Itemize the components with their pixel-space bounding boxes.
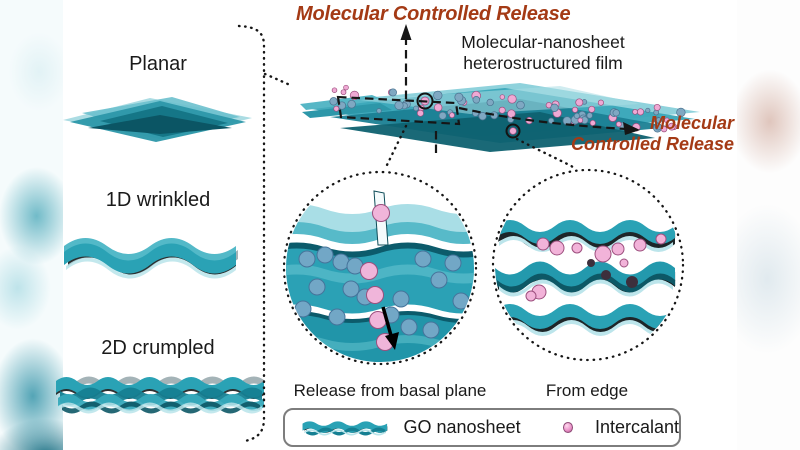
right-release-label: Molecular Controlled Release: [556, 113, 734, 155]
zoom-rectangle: [336, 95, 461, 126]
highlight-particle-2: [509, 127, 517, 135]
highlight-ring-2: [505, 123, 521, 139]
highlight-particle-1: [420, 96, 430, 106]
wrinkled-label: 1D wrinkled: [105, 189, 211, 211]
right-release-line2: Controlled Release: [570, 134, 734, 154]
planar-illustration: [63, 97, 252, 142]
dotted-bracket: [237, 24, 575, 443]
crumpled-label: 2D crumpled: [101, 337, 215, 359]
crumpled-illustration: [56, 376, 265, 414]
edge-inset-border: [491, 168, 685, 362]
film-label-line1: Molecular-nanosheet: [461, 32, 625, 52]
basal-crack: [373, 190, 389, 246]
highlight-ring-1: [416, 92, 434, 110]
top-release-title: Molecular Controlled Release: [296, 3, 571, 25]
left-blur-strip: [0, 0, 63, 450]
intercalant-label: Intercalant: [594, 417, 679, 437]
right-release-line1: Molecular: [649, 113, 734, 133]
edge-caption: From edge: [545, 381, 629, 400]
planar-label: Planar: [129, 53, 187, 75]
basal-caption: Release from basal plane: [293, 381, 487, 400]
pointer-to-left-inset: [385, 124, 408, 167]
basal-plane-inset: [282, 170, 478, 366]
wrinkled-illustration: [64, 238, 238, 279]
legend-box: GO nanosheet Intercalant: [283, 408, 681, 447]
right-blur-strip: [737, 0, 800, 450]
intercalant-icon: [562, 422, 573, 433]
up-arrowhead: [400, 24, 412, 40]
film-label: Molecular-nanosheet heterostructured fil…: [453, 32, 633, 74]
basal-release-arrow: [381, 306, 394, 340]
edge-inset: [491, 168, 685, 362]
go-nanosheet-icon: [302, 420, 388, 435]
go-nanosheet-label: GO nanosheet: [403, 417, 521, 437]
film-label-line2: heterostructured film: [463, 53, 623, 73]
edge-inset-content: [495, 172, 681, 358]
basal-inset-border: [282, 170, 478, 366]
basal-inset-content: [286, 174, 474, 362]
